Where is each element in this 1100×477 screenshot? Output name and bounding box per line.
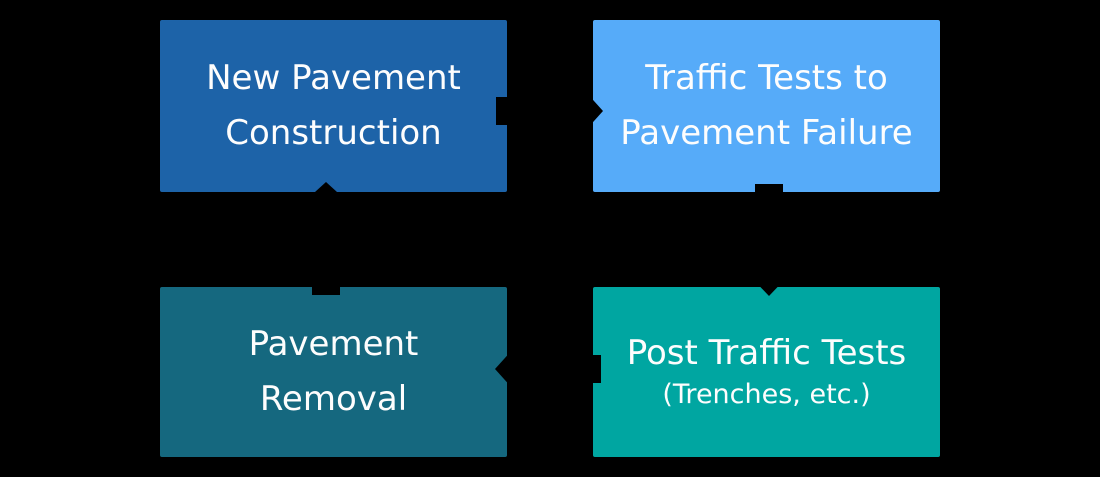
node-label-line: New Pavement (206, 58, 461, 98)
node-label-line: Pavement Failure (620, 113, 913, 153)
node-pavement-removal: Pavement Removal (160, 287, 507, 457)
node-label-line: Construction (225, 113, 442, 153)
node-label-line: Removal (259, 379, 408, 419)
node-label-line: Post Traffic Tests (626, 333, 907, 373)
arrow-left-icon (495, 349, 601, 389)
node-label-line: Pavement (248, 324, 419, 364)
arrow-up-icon (304, 182, 348, 295)
arrow-down-icon (749, 184, 789, 296)
node-new-pavement-construction: New Pavement Construction (160, 20, 507, 192)
node-post-traffic-tests: Post Traffic Tests (Trenches, etc.) (593, 287, 940, 457)
arrow-right-icon (496, 91, 603, 131)
node-label-line: Traffic Tests to (645, 58, 888, 98)
node-sublabel-line: (Trenches, etc.) (662, 379, 871, 410)
node-traffic-tests-to-pavement-failure: Traffic Tests to Pavement Failure (593, 20, 940, 192)
